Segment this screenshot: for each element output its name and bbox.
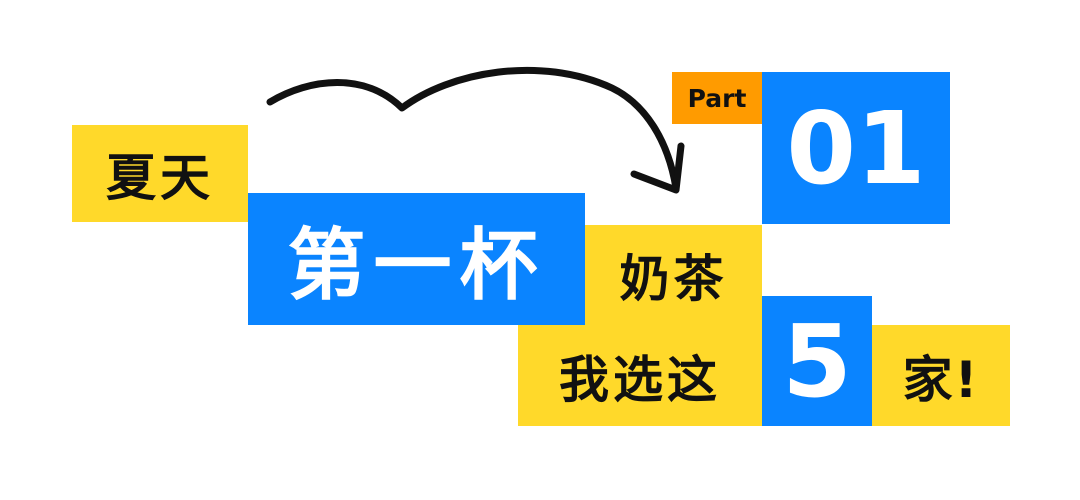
part-number-block: 01: [762, 72, 950, 224]
title-first-cup-block: 第一杯: [248, 193, 585, 325]
title-summer-text: 夏天: [106, 148, 214, 207]
title-i-choose-text: 我选这: [559, 350, 721, 409]
title-shops-text: 家!: [902, 350, 980, 409]
title-i-choose-block: 我选这: [518, 325, 762, 426]
title-summer-block: 夏天: [72, 125, 248, 222]
title-count-text: 5: [782, 302, 852, 420]
title-first-cup-text: 第一杯: [287, 221, 546, 311]
title-milk-tea-text: 奶茶: [619, 250, 728, 308]
part-number-text: 01: [786, 89, 926, 207]
title-milk-tea-block: 奶茶: [585, 225, 762, 325]
part-label-block: Part: [672, 72, 762, 124]
title-count-block: 5: [762, 296, 872, 426]
part-label-text: Part: [687, 83, 747, 113]
title-shops-block: 家!: [872, 325, 1010, 426]
